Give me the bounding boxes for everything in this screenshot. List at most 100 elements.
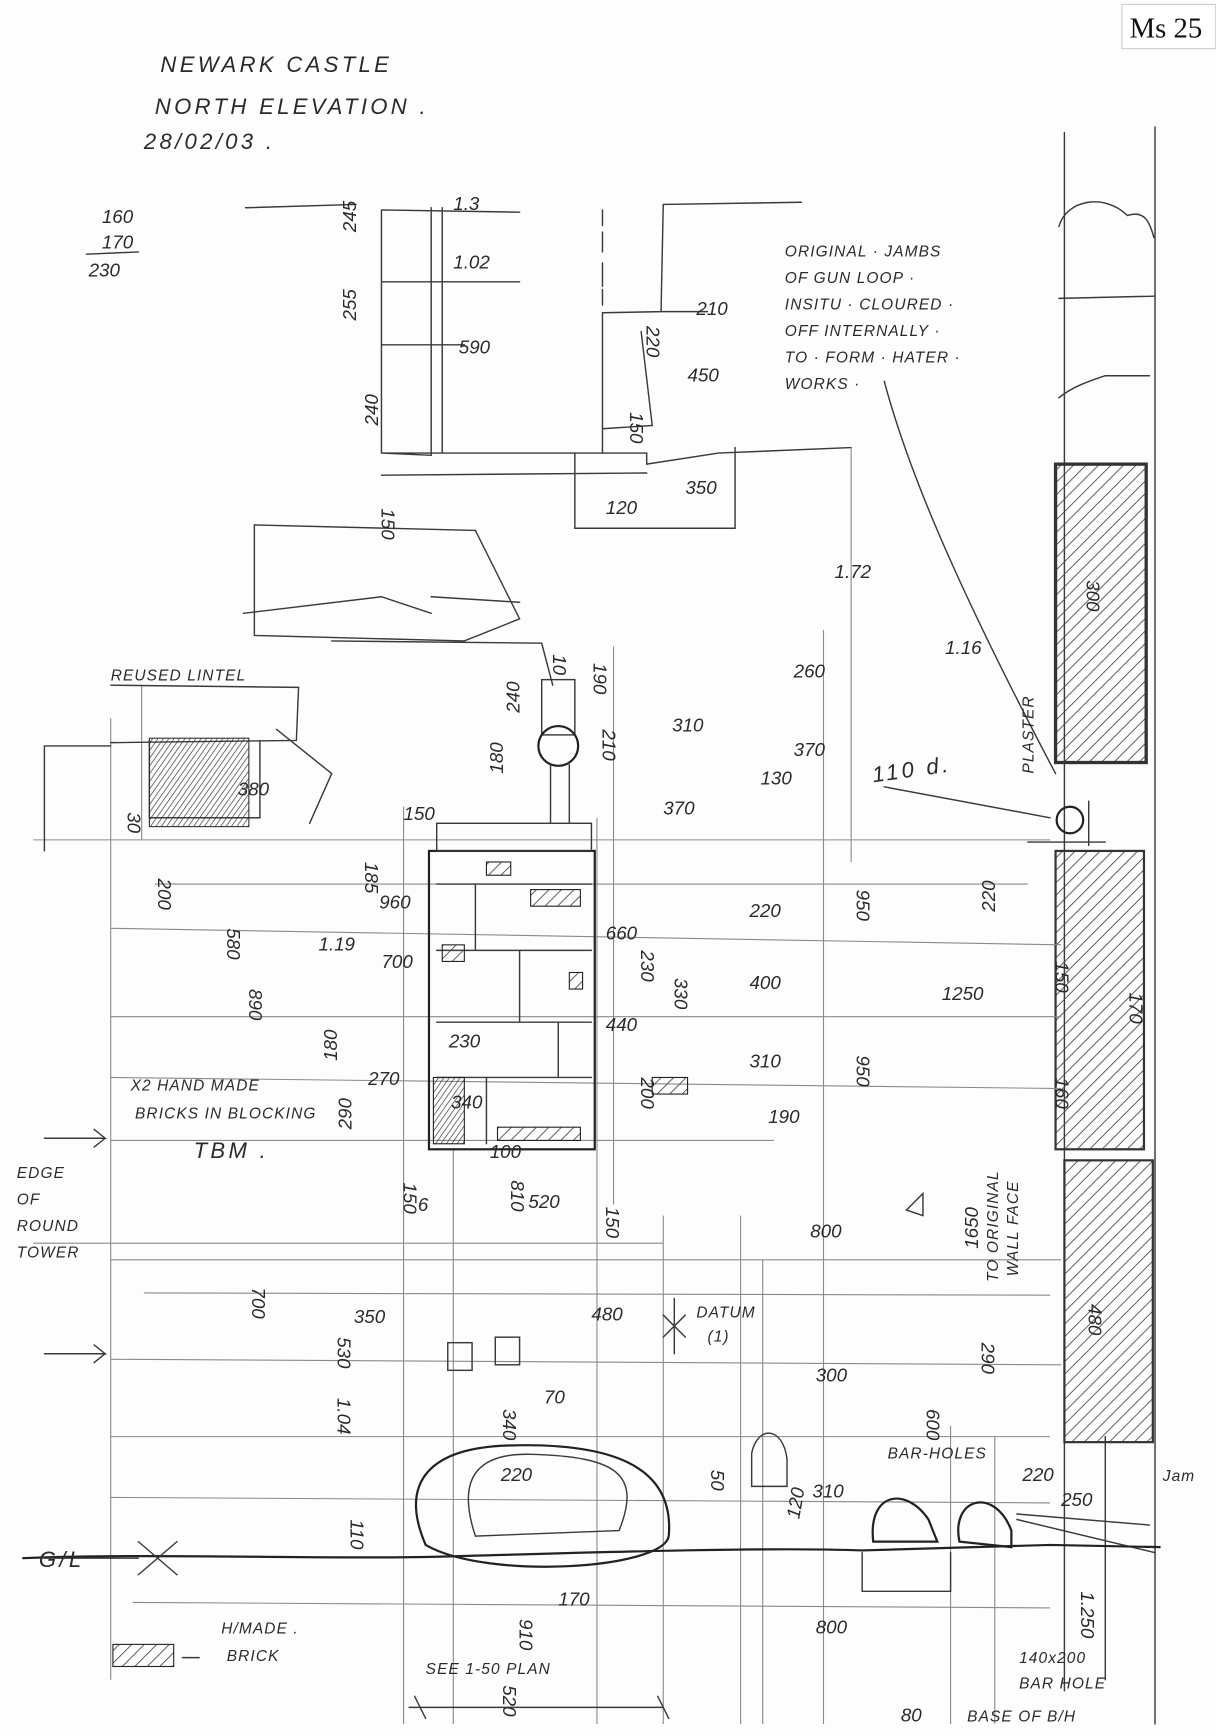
ground-level-label: G/L xyxy=(39,1547,85,1572)
dimension: 230 xyxy=(448,1031,481,1052)
dimension: 300 xyxy=(1083,580,1104,612)
note-line: OF GUN LOOP · xyxy=(785,270,915,287)
dimension: 480 xyxy=(591,1304,623,1325)
dimension: 960 xyxy=(379,891,411,912)
dimension: 1.3 xyxy=(453,193,480,214)
dimension: 220 xyxy=(978,880,999,913)
note-line: ORIGINAL · JAMBS xyxy=(785,243,942,260)
dimension: 240 xyxy=(361,394,382,427)
dimension: 700 xyxy=(381,951,413,972)
dimension: 200 xyxy=(154,878,175,911)
dimension: 6 xyxy=(418,1194,429,1215)
dimension: 170 xyxy=(1126,992,1147,1024)
dimension: 270 xyxy=(367,1068,400,1089)
dimension: 150 xyxy=(602,1207,623,1239)
round-tower-note: TOWER xyxy=(17,1245,80,1262)
dimension: 160 xyxy=(1052,1077,1073,1109)
dimension: 290 xyxy=(978,1342,999,1375)
dimension: 1.19 xyxy=(318,933,355,954)
masonry-linework xyxy=(22,126,1161,1725)
dimension: 520 xyxy=(499,1685,520,1717)
dimension: 150 xyxy=(1052,961,1073,993)
sheet-ref-label: Ms 25 xyxy=(1130,13,1203,45)
dimension: 660 xyxy=(606,922,638,943)
dimension: 530 xyxy=(333,1337,354,1369)
dimension: 100 xyxy=(490,1141,522,1162)
dimension: 120 xyxy=(782,1485,808,1520)
dimension: 910 xyxy=(516,1619,537,1651)
dimension: 170 xyxy=(558,1589,590,1610)
note-line: OFF INTERNALLY · xyxy=(785,323,941,340)
dimension: 150 xyxy=(400,1182,421,1214)
sheet-reference-tab: Ms 25 xyxy=(1121,3,1216,50)
dimension: 340 xyxy=(451,1091,483,1112)
dimension: 190 xyxy=(590,663,611,695)
base-of-bar-hole-note: BASE OF B/H xyxy=(967,1709,1076,1726)
dimension: 220 xyxy=(500,1464,533,1485)
gun-loop-note: ORIGINAL · JAMBS OF GUN LOOP · INSITU · … xyxy=(785,243,1057,775)
title-line1: NEWARK CASTLE xyxy=(160,52,392,77)
dimension: 400 xyxy=(749,972,781,993)
bricks-note: BRICKS IN BLOCKING xyxy=(135,1105,316,1122)
dimension: 1.04 xyxy=(333,1398,354,1435)
dimension: 440 xyxy=(606,1014,638,1035)
round-tower-note: ROUND xyxy=(17,1218,79,1235)
note-line: WORKS · xyxy=(785,376,861,393)
dimension: 220 xyxy=(643,325,664,358)
round-tower-note: EDGE xyxy=(17,1165,65,1182)
dimension: 370 xyxy=(663,797,695,818)
dimension: 190 xyxy=(768,1106,800,1127)
dimension: 250 xyxy=(1060,1489,1093,1510)
bricks-note: X2 HAND MADE xyxy=(130,1078,260,1095)
dimension: 245 xyxy=(339,200,360,233)
dimension: 230 xyxy=(637,949,658,982)
dimension: 890 xyxy=(245,989,266,1021)
dimension: 110 xyxy=(347,1520,368,1550)
dimension: 950 xyxy=(853,1055,874,1087)
dimension: 450 xyxy=(688,364,720,385)
dimension: 150 xyxy=(404,803,436,824)
dimension: 200 xyxy=(637,1076,658,1109)
dimension: 255 xyxy=(339,289,360,322)
dimension: 180 xyxy=(486,742,507,774)
dimension: 600 xyxy=(922,1409,943,1441)
dimension: 30 xyxy=(123,812,144,833)
dimension: 310 xyxy=(749,1051,781,1072)
dimension: 185 xyxy=(361,862,382,894)
note-line: INSITU · CLOURED · xyxy=(785,296,954,313)
dimension: 150 xyxy=(377,508,398,540)
dimension: 300 xyxy=(816,1364,848,1385)
plaster-label: PLASTER xyxy=(1020,695,1037,773)
bar-hole-size-note: 140x200 xyxy=(1019,1650,1086,1667)
dimension: 340 xyxy=(499,1409,520,1441)
dimension: 50 xyxy=(707,1470,728,1491)
dimension: 800 xyxy=(810,1221,842,1242)
dimension: 1.72 xyxy=(835,561,872,582)
dimension: 290 xyxy=(335,1098,356,1131)
dimension: 10 xyxy=(549,654,570,675)
dimension: 330 xyxy=(670,978,691,1010)
dimension: 520 xyxy=(528,1191,560,1212)
legend-label: H/MADE . xyxy=(221,1620,299,1637)
jam-label: Jam xyxy=(1162,1468,1196,1485)
dimension: 810 xyxy=(507,1180,528,1212)
svg-text:1650: 1650 xyxy=(961,1206,982,1248)
dimension: 590 xyxy=(459,337,491,358)
svg-text:WALL FACE: WALL FACE xyxy=(1005,1180,1022,1276)
dimension: 210 xyxy=(695,298,728,319)
dimension: 580 xyxy=(223,928,244,960)
dimension: 1.16 xyxy=(945,637,982,658)
dimension: 1.250 xyxy=(1077,1591,1098,1639)
datum-label: DATUM xyxy=(696,1304,755,1321)
dimension: 70 xyxy=(544,1386,565,1407)
code-label: 110 d. xyxy=(870,752,952,788)
dimension-labels: 1.3 1.02 590 245 255 240 150 210 220 450… xyxy=(123,193,1146,1726)
dimension: 220 xyxy=(1021,1464,1054,1485)
dimension: 950 xyxy=(853,890,874,922)
dimension: 380 xyxy=(238,779,270,800)
note-line: TO · FORM · HATER · xyxy=(785,349,961,366)
bar-hole-size-note: BAR HOLE xyxy=(1019,1676,1106,1693)
dimension: 180 xyxy=(320,1029,341,1061)
